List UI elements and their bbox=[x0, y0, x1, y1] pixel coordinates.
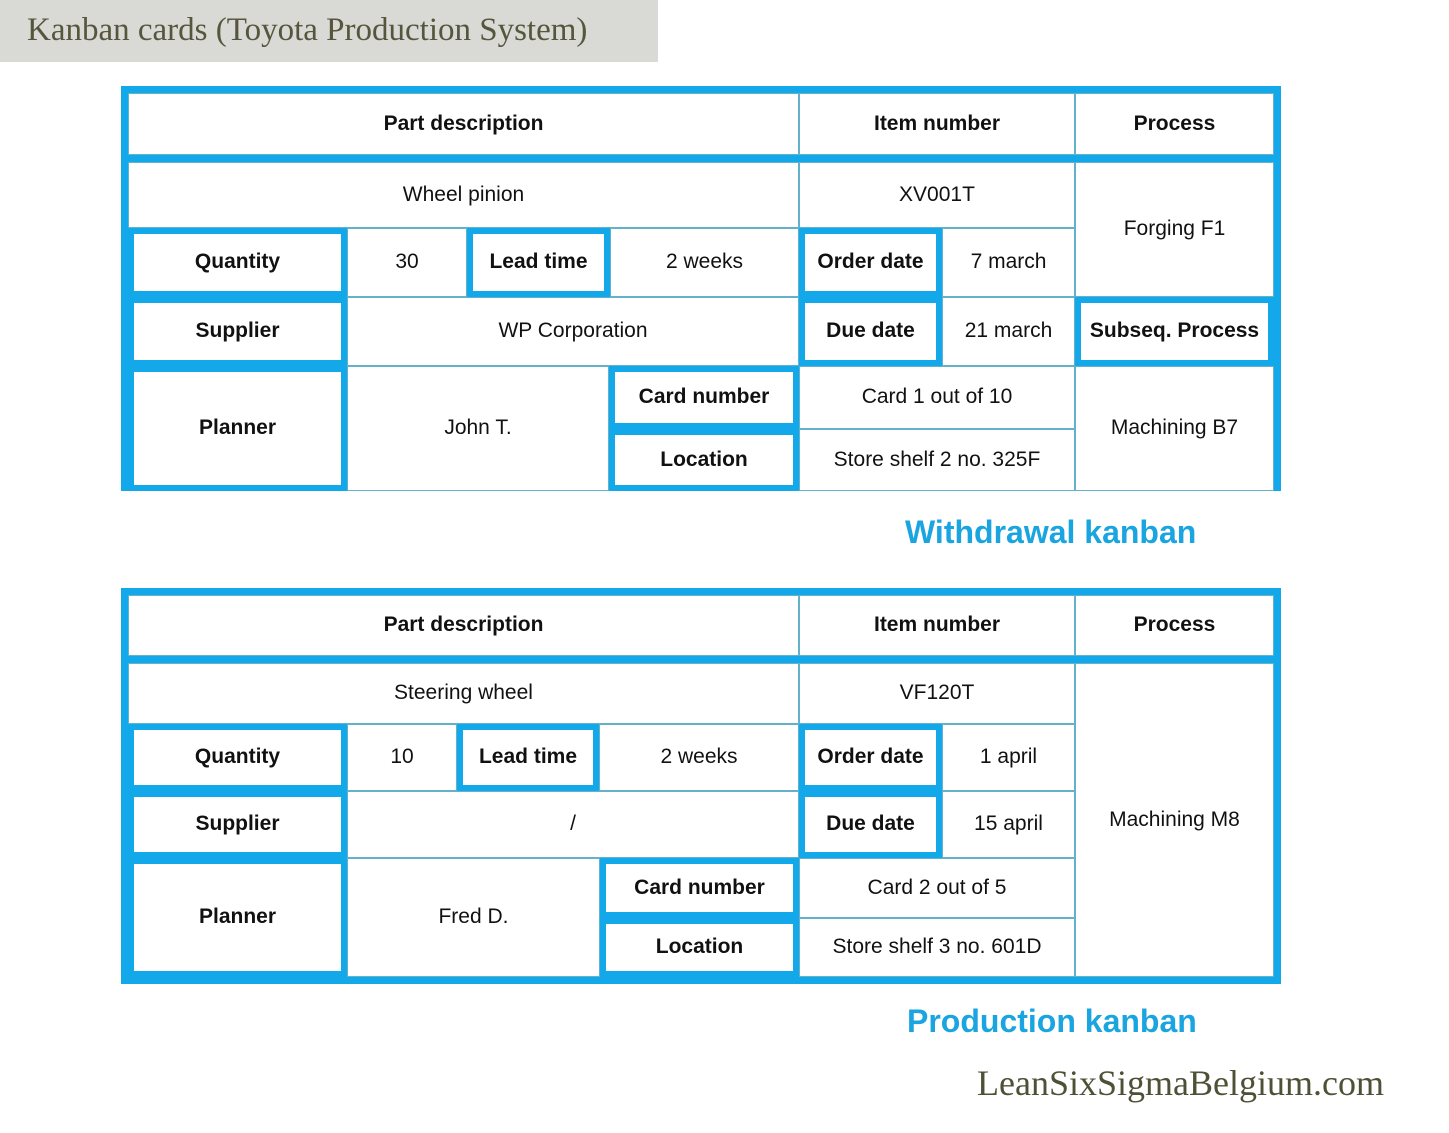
value-location: Store shelf 2 no. 325F bbox=[799, 429, 1075, 491]
value-due-date: 15 april bbox=[942, 791, 1075, 858]
value-subseq-process: Machining B7 bbox=[1075, 366, 1274, 491]
header-part-description: Part description bbox=[128, 93, 799, 155]
label-planner: Planner bbox=[128, 858, 347, 977]
header-part-description: Part description bbox=[128, 595, 799, 656]
label-lead-time: Lead time bbox=[457, 724, 599, 791]
value-lead-time: 2 weeks bbox=[610, 228, 799, 297]
label-location: Location bbox=[600, 918, 799, 977]
value-supplier: / bbox=[347, 791, 799, 858]
value-quantity: 10 bbox=[347, 724, 457, 791]
header-process: Process bbox=[1075, 595, 1274, 656]
value-part-description: Steering wheel bbox=[128, 663, 799, 724]
header-process: Process bbox=[1075, 93, 1274, 155]
label-quantity: Quantity bbox=[128, 228, 347, 297]
value-planner: John T. bbox=[347, 366, 609, 491]
caption-withdrawal-kanban: Withdrawal kanban bbox=[905, 514, 1197, 550]
watermark-url: LeanSixSigmaBelgium.com bbox=[977, 1063, 1384, 1103]
page-title: Kanban cards (Toyota Production System) bbox=[27, 12, 588, 48]
caption-production-kanban: Production kanban bbox=[907, 1003, 1197, 1039]
title-band: Kanban cards (Toyota Production System) bbox=[0, 0, 658, 62]
value-process: Forging F1 bbox=[1075, 162, 1274, 297]
label-due-date: Due date bbox=[799, 297, 942, 366]
value-item-number: XV001T bbox=[799, 162, 1075, 228]
value-order-date: 7 march bbox=[942, 228, 1075, 297]
value-supplier: WP Corporation bbox=[347, 297, 799, 366]
value-order-date: 1 april bbox=[942, 724, 1075, 791]
label-order-date: Order date bbox=[799, 724, 942, 791]
label-supplier: Supplier bbox=[128, 791, 347, 858]
value-part-description: Wheel pinion bbox=[128, 162, 799, 228]
value-location: Store shelf 3 no. 601D bbox=[799, 918, 1075, 977]
label-card-number: Card number bbox=[609, 366, 799, 429]
value-card-number: Card 2 out of 5 bbox=[799, 858, 1075, 918]
label-supplier: Supplier bbox=[128, 297, 347, 366]
header-separator-bar bbox=[128, 155, 1274, 162]
header-item-number: Item number bbox=[799, 93, 1075, 155]
label-due-date: Due date bbox=[799, 791, 942, 858]
label-quantity: Quantity bbox=[128, 724, 347, 791]
value-planner: Fred D. bbox=[347, 858, 600, 977]
value-due-date: 21 march bbox=[942, 297, 1075, 366]
header-separator-bar bbox=[128, 656, 1274, 663]
label-lead-time: Lead time bbox=[467, 228, 610, 297]
label-card-number: Card number bbox=[600, 858, 799, 918]
withdrawal-kanban-card: Part description Item number Process Whe… bbox=[121, 86, 1281, 491]
value-item-number: VF120T bbox=[799, 663, 1075, 724]
label-subseq-process: Subseq. Process bbox=[1075, 297, 1274, 366]
label-planner: Planner bbox=[128, 366, 347, 491]
label-order-date: Order date bbox=[799, 228, 942, 297]
production-kanban-card: Part description Item number Process Ste… bbox=[121, 588, 1281, 984]
value-lead-time: 2 weeks bbox=[599, 724, 799, 791]
header-item-number: Item number bbox=[799, 595, 1075, 656]
value-quantity: 30 bbox=[347, 228, 467, 297]
value-process: Machining M8 bbox=[1075, 663, 1274, 977]
label-location: Location bbox=[609, 429, 799, 491]
value-card-number: Card 1 out of 10 bbox=[799, 366, 1075, 429]
